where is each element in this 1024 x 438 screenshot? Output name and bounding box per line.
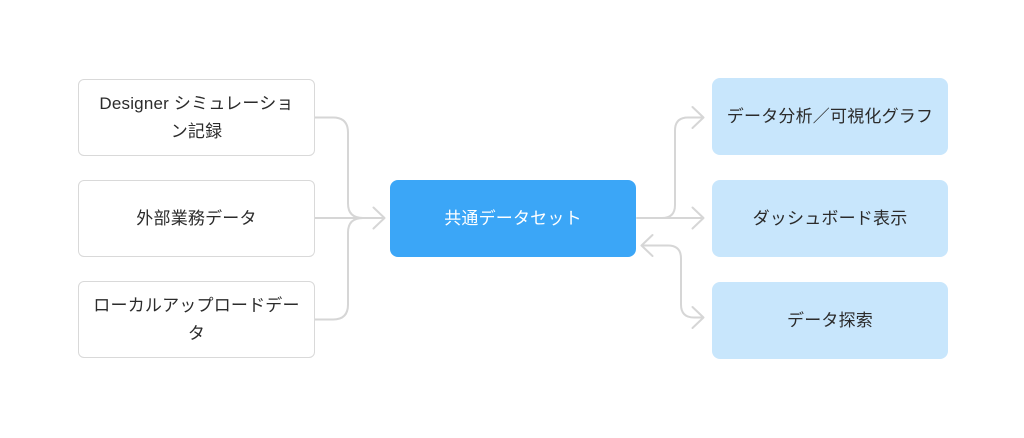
node-label: ダッシュボード表示 (752, 208, 908, 228)
node-data-exploration: データ探索 (712, 282, 948, 359)
arrow-designer-simulation-to-hub (314, 116, 364, 219)
arrow-local-upload-to-hub (314, 217, 364, 321)
arrow-hub-to-analysis (661, 116, 704, 219)
arrowhead-into-dashboard (691, 206, 705, 230)
node-external-business-data: 外部業務データ (78, 180, 315, 257)
node-designer-simulation-records: Designer シミュレーション記録 (78, 79, 315, 156)
arrowhead-into-exploration (691, 306, 705, 329)
node-local-upload-data: ローカルアップロードデータ (78, 281, 315, 358)
node-dashboard-display: ダッシュボード表示 (712, 180, 948, 257)
node-data-analysis-visualization: データ分析／可視化グラフ (712, 78, 948, 155)
arrowhead-into-hub-right (640, 234, 654, 257)
node-label: Designer シミュレーション記録 (99, 93, 294, 141)
node-label: データ探索 (787, 310, 873, 330)
arrow-hub-to-exploration (641, 244, 704, 319)
arrowhead-into-hub-left (372, 206, 386, 230)
node-label: データ分析／可視化グラフ (726, 106, 934, 126)
node-common-dataset: 共通データセット (390, 180, 636, 257)
node-label: ローカルアップロードデータ (93, 295, 300, 343)
node-label: 共通データセット (444, 208, 582, 228)
arrowhead-into-analysis (691, 106, 705, 129)
node-label: 外部業務データ (136, 208, 257, 228)
